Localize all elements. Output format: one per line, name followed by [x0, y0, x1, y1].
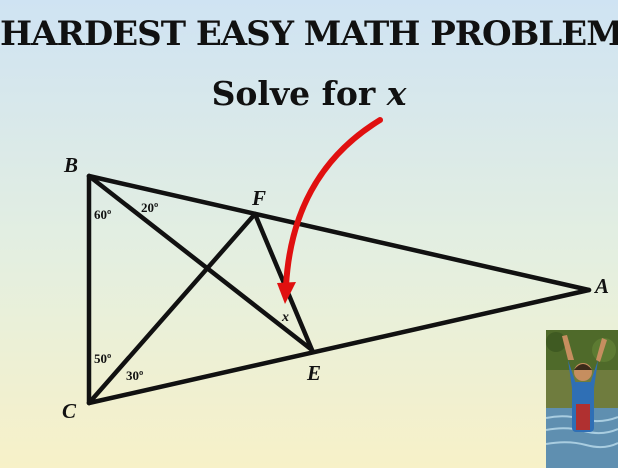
angle-label-fca: 30º: [126, 368, 143, 383]
corner-photo: [546, 330, 618, 468]
corner-photo-illustration: [546, 330, 618, 468]
vertex-label-f: F: [251, 186, 266, 210]
vertex-label-b: B: [63, 153, 78, 177]
unknown-angle-x: x: [281, 310, 289, 325]
segment-cf: [86, 211, 258, 406]
slide-subtitle: Solve for x: [0, 74, 618, 113]
angle-label-bcf: 50º: [94, 351, 111, 366]
red-arrow-head: [277, 282, 296, 304]
subtitle-variable: x: [386, 74, 407, 113]
vertex-label-a: A: [593, 274, 609, 298]
vertex-label-e: E: [306, 361, 321, 385]
vertex-label-c: C: [62, 399, 77, 423]
angle-label-cbe: 60º: [94, 207, 111, 222]
side-ca: [86, 287, 592, 406]
red-arrow-shaft: [283, 117, 383, 289]
angle-label-eba: 20º: [141, 200, 158, 215]
subtitle-text: Solve for: [211, 74, 387, 113]
slide-title: HARDEST EASY MATH PROBLEM: [0, 14, 618, 54]
side-ba: [86, 173, 592, 293]
segment-be: [86, 173, 315, 353]
